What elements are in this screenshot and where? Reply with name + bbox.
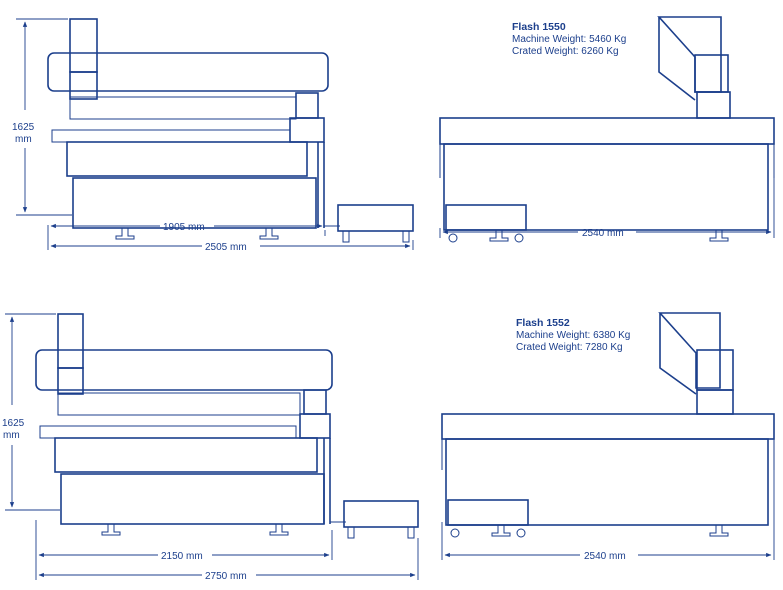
- flash-1550-dimensions: [16, 18, 414, 250]
- table-top: [66, 141, 308, 177]
- carriage-block: [69, 71, 98, 100]
- side-body: [445, 438, 769, 526]
- crated-weight-1552: Crated Weight: 7280 Kg: [516, 342, 623, 353]
- width-inner-1550: 1905 mm: [163, 222, 205, 233]
- cross-rail: [57, 392, 301, 416]
- head-block-upper: [694, 54, 729, 93]
- height-value-1552: 1625: [2, 418, 25, 429]
- height-unit-1550: mm: [15, 134, 32, 145]
- right-head-block: [289, 117, 325, 143]
- cross-rail: [69, 96, 297, 120]
- flash-1552-side-view: [441, 312, 775, 538]
- flash-1550-length-dim: [439, 176, 775, 238]
- width-inner-1552: 2150 mm: [161, 551, 203, 562]
- height-unit-1552: mm: [3, 430, 20, 441]
- control-box: [343, 500, 419, 528]
- gantry-beam: [47, 52, 329, 92]
- gantry-beam: [35, 349, 333, 391]
- wheel-2: [514, 233, 524, 243]
- machine-base: [60, 473, 325, 525]
- machine-weight-1552: Machine Weight: 6380 Kg: [516, 330, 630, 341]
- side-beam: [439, 117, 775, 145]
- foot-right: [259, 227, 279, 240]
- flash-1550-front-view: [47, 18, 414, 243]
- gantry-column: [57, 313, 84, 369]
- head-block-lower: [696, 389, 734, 415]
- gantry-column: [69, 18, 98, 73]
- side-foot-2: [709, 229, 729, 242]
- control-box: [337, 204, 414, 232]
- machine-weight-1550: Machine Weight: 5460 Kg: [512, 34, 626, 45]
- right-head-block: [299, 413, 331, 439]
- height-value-1550: 1625: [12, 122, 35, 133]
- length-1552: 2540 mm: [584, 551, 626, 562]
- right-carriage: [295, 92, 319, 119]
- flash-1552-dimensions: [5, 313, 419, 580]
- control-box-leg: [342, 230, 350, 243]
- width-outer-1550: 2505 mm: [205, 242, 247, 253]
- flash-1552-length-dim: [441, 470, 775, 560]
- head-block-upper: [696, 349, 734, 391]
- carriage-block: [57, 367, 84, 395]
- control-box-leg-2: [402, 230, 410, 243]
- table-top: [54, 437, 318, 473]
- tank: [447, 499, 529, 526]
- flash-1552-front-view: [35, 313, 419, 539]
- wheel: [448, 233, 458, 243]
- length-1550: 2540 mm: [582, 228, 624, 239]
- side-body: [443, 143, 769, 231]
- tank: [445, 204, 527, 231]
- crated-weight-1550: Crated Weight: 6260 Kg: [512, 46, 619, 57]
- model-name-1550: Flash 1550: [512, 21, 566, 33]
- right-carriage: [303, 389, 327, 415]
- table-rail-upper: [39, 425, 297, 439]
- foot-left: [101, 523, 121, 536]
- foot-right: [269, 523, 289, 536]
- head-block-lower: [696, 91, 731, 119]
- side-foot: [489, 229, 509, 242]
- table-rail-upper: [51, 129, 291, 143]
- cutting-head-housing: [658, 312, 721, 395]
- flash-1550-side-view: [439, 16, 775, 243]
- side-beam: [441, 413, 775, 440]
- machine-base: [72, 177, 317, 229]
- cutting-head-housing: [657, 16, 722, 101]
- width-outer-1552: 2750 mm: [205, 571, 247, 582]
- model-name-1552: Flash 1552: [516, 317, 570, 329]
- foot-left: [115, 227, 135, 240]
